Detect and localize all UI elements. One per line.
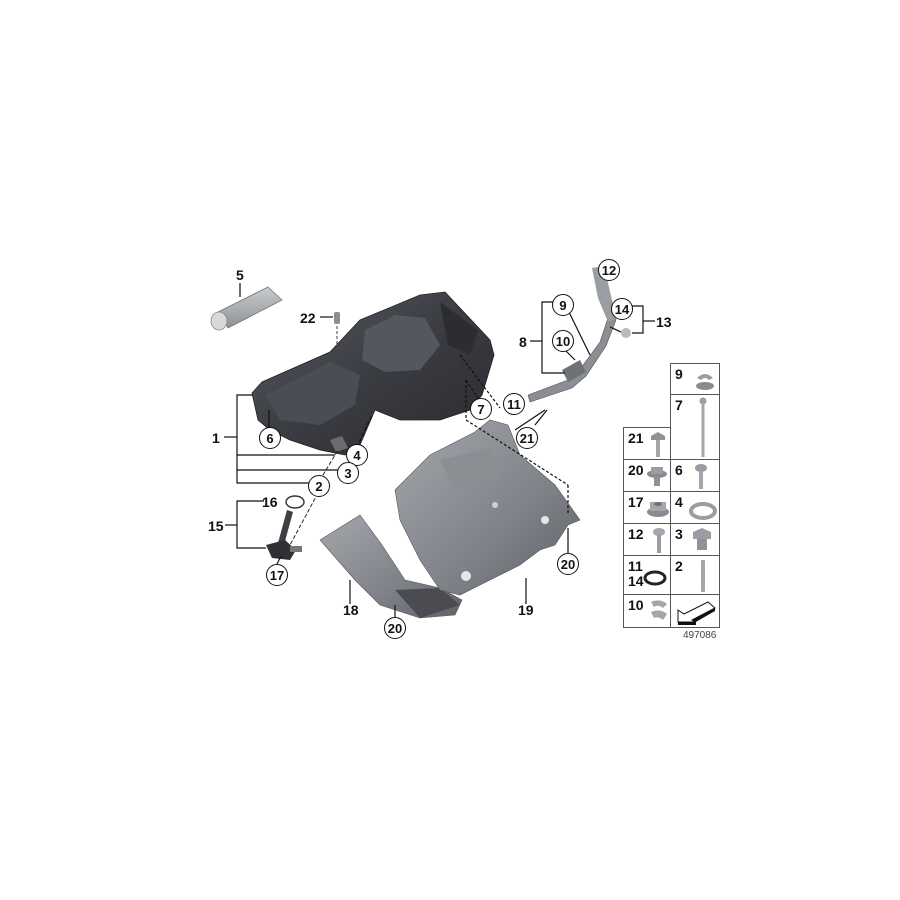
callout-6: 6: [259, 427, 281, 449]
callout-18: 18: [343, 602, 359, 618]
callout-1: 1: [212, 430, 220, 446]
callout-20-right: 20: [557, 553, 579, 575]
legend-cell-2: 2: [670, 555, 720, 595]
torx-bolt-icon: [695, 464, 707, 489]
legend-cell-10: 10: [623, 594, 671, 628]
callout-21: 21: [516, 427, 538, 449]
callout-17: 17: [266, 564, 288, 586]
legend-cell-3: 3: [670, 523, 720, 556]
long-bolt-icon: [699, 397, 707, 457]
callout-15: 15: [208, 518, 224, 534]
callout-7: 7: [470, 398, 492, 420]
callout-10: 10: [552, 330, 574, 352]
clip-nut-icon: [696, 374, 714, 390]
callout-9: 9: [552, 294, 574, 316]
callout-22: 22: [300, 310, 316, 326]
sealant-tube-part: [210, 283, 283, 331]
callout-8: 8: [519, 334, 527, 350]
oval-head-screw-icon: [653, 528, 665, 553]
legend-cell-9: 9: [670, 363, 720, 395]
legend-cell-4: 4: [670, 491, 720, 524]
sealing-ring-icon: [689, 502, 717, 520]
callout-16: 16: [262, 494, 278, 510]
callout-11: 11: [503, 393, 525, 415]
dowel-part: [334, 312, 340, 324]
callout-20-left: 20: [384, 617, 406, 639]
legend-cell-12: 12: [623, 523, 671, 556]
callout-4: 4: [346, 444, 368, 466]
legend-cell-20: 20: [623, 459, 671, 492]
self-tapping-screw-icon: [651, 432, 665, 457]
legend-cell-direction: [670, 594, 720, 628]
callout-14: 14: [611, 298, 633, 320]
oil-level-sensor-part: [266, 495, 305, 560]
stud-icon: [701, 560, 705, 592]
hex-flange-nut-icon: [647, 502, 669, 517]
callout-3: 3: [337, 462, 359, 484]
image-number: 497086: [683, 630, 717, 641]
callout-13: 13: [656, 314, 672, 330]
legend-cell-17: 17: [623, 491, 671, 524]
callout-5: 5: [236, 267, 244, 283]
hex-flange-bolt-icon: [647, 467, 667, 486]
o-ring-icon: [643, 570, 667, 586]
oil-pan-part: [251, 291, 495, 456]
callout-19: 19: [518, 602, 534, 618]
legend-cell-21: 21: [623, 427, 671, 460]
legend-cell-7: 7: [670, 394, 720, 460]
underbody-guard-part: [394, 419, 581, 596]
drain-plug-icon: [693, 528, 711, 550]
clip-icon: [651, 600, 667, 620]
legend-cell-6: 6: [670, 459, 720, 492]
callout-2: 2: [308, 475, 330, 497]
left-underbody-shield-part: [319, 514, 463, 619]
callout-12: 12: [598, 259, 620, 281]
direction-arrow-icon: [677, 601, 716, 625]
